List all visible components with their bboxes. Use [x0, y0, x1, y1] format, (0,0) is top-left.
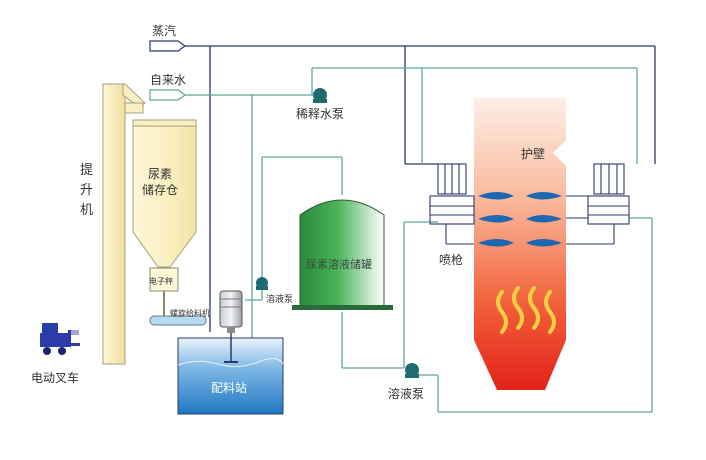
spray-gun-label: 喷枪 — [439, 252, 463, 267]
steam-arrow-icon — [149, 40, 187, 52]
silo-label-2: 储存仓 — [142, 182, 178, 197]
water-arrow-icon — [149, 89, 187, 101]
nozzle-icon — [478, 192, 514, 200]
tank-body — [299, 199, 385, 307]
mixing-station: 配料站 — [177, 290, 284, 415]
solution-pump-label: 溶液泵 — [388, 386, 424, 401]
flame-icon — [496, 286, 556, 334]
green-pipes — [185, 67, 653, 413]
silo-label-1: 尿素 — [148, 167, 172, 181]
motor-icon — [219, 290, 243, 328]
pump-icon — [313, 88, 327, 102]
tank-label: 尿素溶液储罐 — [306, 257, 372, 271]
tap-water-label: 自来水 — [150, 73, 186, 87]
nozzle-icon — [478, 215, 514, 223]
solution-pump-small-label: 溶液泵 — [266, 293, 293, 305]
screw-feeder-label: 螺旋给料机 — [170, 308, 210, 318]
elevator-label-1: 提 — [80, 162, 93, 178]
navy-pipes — [185, 45, 656, 332]
elevator-label-3: 机 — [80, 203, 93, 218]
tap-water-inlet: 自来水 — [149, 73, 187, 101]
elevator-label-2: 升 — [80, 183, 93, 198]
scale-label: 电子秤 — [149, 276, 173, 286]
nozzle-icon — [526, 239, 562, 247]
nozzle-icon — [526, 192, 562, 200]
furnace-body — [474, 98, 566, 390]
dilution-pump-label: 稀释水泵 — [296, 107, 344, 121]
solution-pump-small: 溶液泵 — [256, 277, 293, 305]
dilution-pump: 稀释水泵 — [296, 88, 344, 121]
mixing-station-label: 配料站 — [211, 381, 247, 395]
furnace: 护壁 — [474, 98, 566, 390]
elevator-body — [102, 83, 126, 365]
furnace-wall-label: 护壁 — [521, 146, 545, 161]
forklift: 电动叉车 — [31, 323, 80, 385]
spray-nozzles — [478, 192, 562, 247]
forklift-icon — [40, 323, 80, 355]
spray-header-right — [566, 163, 630, 245]
urea-silo: 尿素 储存仓 电子秤 螺旋给料机 — [132, 119, 210, 326]
screw-feeder — [149, 315, 207, 326]
solution-pump: 溶液泵 — [388, 363, 424, 401]
spray-header-left — [429, 163, 475, 245]
steam-inlet: 蒸汽 — [149, 23, 187, 52]
nozzle-icon — [478, 239, 514, 247]
forklift-label: 电动叉车 — [31, 370, 79, 385]
pump-icon — [405, 363, 419, 377]
urea-solution-tank: 尿素溶液储罐 — [292, 199, 393, 310]
nozzle-icon — [526, 215, 562, 223]
steam-label: 蒸汽 — [152, 23, 176, 38]
bucket-elevator: 提 升 机 — [80, 83, 146, 365]
